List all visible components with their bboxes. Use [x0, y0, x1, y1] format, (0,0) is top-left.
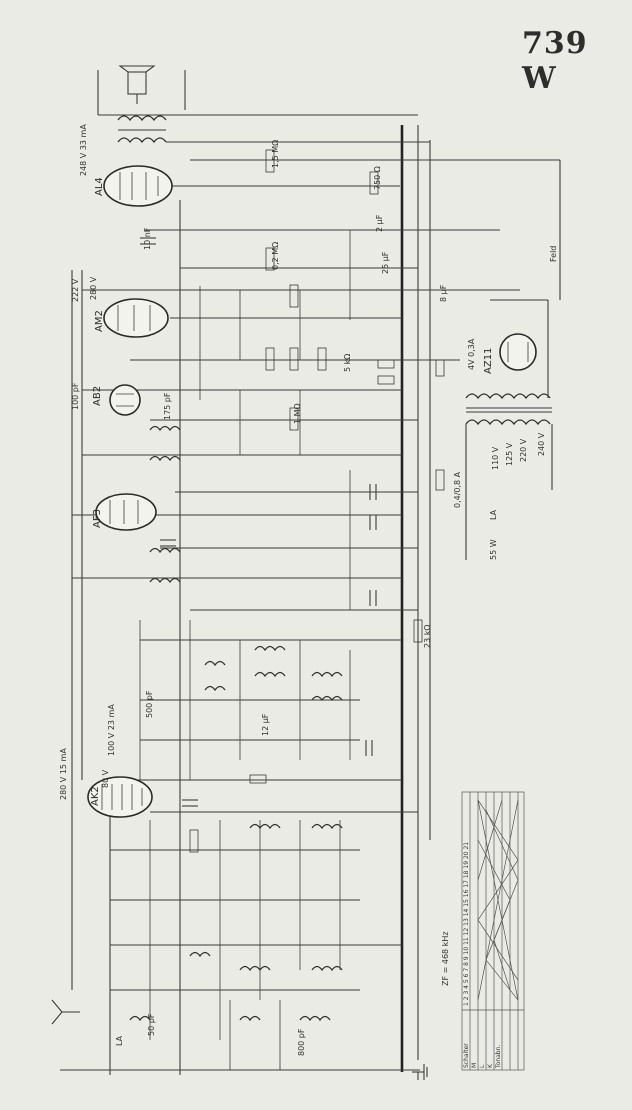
mains-110: 110 V	[491, 446, 500, 470]
label-r15m: 1,5 MΩ	[271, 140, 280, 168]
voltage-100: 100 V 23 mA	[107, 704, 116, 756]
label-am2-output: AM2	[94, 310, 105, 332]
ground-symbol	[412, 1064, 428, 1080]
label-r5k: 5 kΩ	[343, 354, 352, 372]
label-c25uf: 25 µF	[381, 251, 390, 274]
voltage-222: 222 V	[71, 278, 80, 302]
table-header-k: K	[487, 1063, 494, 1068]
label-az11: AZ11	[483, 348, 494, 374]
voltage-280a: 280 V	[89, 276, 98, 300]
label-ab2: AB2	[92, 386, 103, 406]
tube-az11	[499, 333, 537, 371]
power-transformer	[465, 160, 561, 560]
label-r02m: 0,2 MΩ	[271, 242, 280, 270]
table-header-tonabn: Tonabn.	[495, 1045, 502, 1069]
speaker-symbol	[118, 65, 156, 104]
label-c8uf: 8 µF	[439, 284, 448, 302]
component-labels: 1,5 MΩ 750 Ω 10 nF 0,2 MΩ 2 µF 25 µF 100…	[71, 140, 558, 1056]
table-contacts: 1 2 3 4 5 6 7 8 9 10 11 12 13 14 15 16 1…	[463, 842, 470, 1006]
label-fuse: 0,4/0,8 A	[453, 471, 462, 508]
label-c800pf: 800 pF	[297, 1028, 306, 1056]
wiring-rows	[60, 114, 560, 1071]
tube-ak2	[87, 776, 153, 818]
voltage-280b: 280 V 15 mA	[59, 748, 68, 800]
label-c10nf: 10 nF	[143, 227, 152, 250]
table-header-l: L	[479, 1064, 486, 1068]
label-lamp: 4V 0,3A	[467, 338, 476, 370]
label-r1m: 1 MΩ	[293, 403, 302, 424]
label-c2uf: 2 µF	[375, 214, 384, 232]
label-r23k: 23 kΩ	[423, 625, 432, 648]
label-r750: 750 Ω	[373, 166, 382, 190]
voltage-80: 80 V	[101, 769, 110, 788]
label-c100pf: 100 pF	[71, 382, 80, 410]
voltage-248: 248 V 33 mA	[79, 124, 88, 176]
label-c175pf: 175 pF	[163, 392, 172, 420]
mains-125: 125 V	[505, 442, 514, 466]
table-header-m: M	[471, 1063, 478, 1068]
label-c12uf: 12 µF	[261, 713, 270, 736]
mains-220: 220 V	[519, 438, 528, 462]
if-coils	[129, 425, 343, 1022]
switch-table	[461, 791, 525, 1071]
label-c500pf: 500 pF	[145, 690, 154, 718]
tube-am2-output	[103, 298, 169, 338]
tube-ab2	[109, 384, 141, 416]
passive-components	[140, 149, 445, 853]
label-zf: ZF = 468 kHz	[441, 931, 450, 986]
label-af3: AF3	[92, 509, 103, 528]
power-rating: 55 W	[489, 539, 498, 560]
table-header-schalter: Schalter	[463, 1043, 470, 1068]
label-ak2: AK2	[90, 786, 101, 806]
label-c50pf: 50 pF	[147, 1013, 156, 1036]
label-feld: Feld	[549, 246, 558, 262]
wiring-columns	[139, 230, 351, 1070]
model-title: 739 W	[522, 26, 588, 96]
tube-al4	[103, 165, 173, 207]
output-transformer	[117, 115, 167, 144]
label-al4: AL4	[94, 177, 105, 196]
label-la-input: LA	[115, 1035, 124, 1046]
antenna-symbol	[51, 999, 80, 1025]
mains-240: 240 V	[537, 432, 546, 456]
label-la-power: LA	[489, 509, 498, 520]
tube-af3	[95, 493, 157, 531]
